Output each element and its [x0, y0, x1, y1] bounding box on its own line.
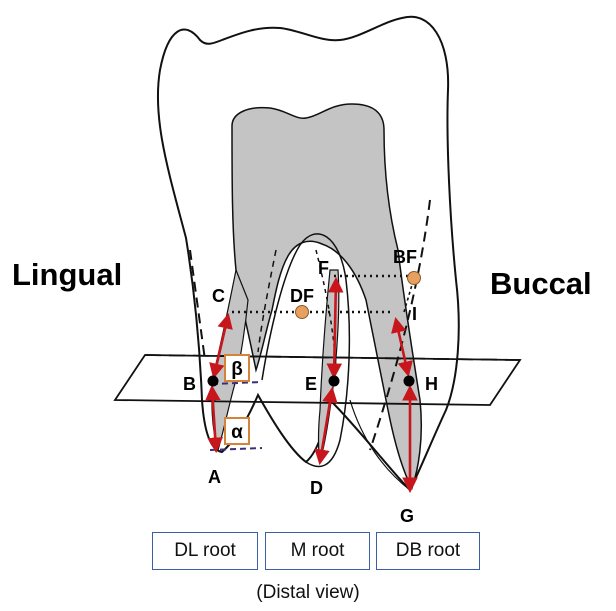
- point-df-dot: [296, 306, 309, 319]
- point-bf-dot: [408, 272, 421, 285]
- label-h: H: [425, 374, 438, 394]
- point-h-dot: [404, 376, 415, 387]
- db-root-box: DB root: [376, 532, 480, 570]
- label-f: F: [318, 258, 329, 278]
- label-c: C: [212, 286, 225, 306]
- point-b-dot: [208, 376, 219, 387]
- m-root-box: M root: [265, 532, 370, 570]
- label-e: E: [305, 374, 317, 394]
- label-a: A: [208, 467, 221, 487]
- point-e-dot: [329, 376, 340, 387]
- label-b: B: [183, 374, 196, 394]
- label-d: D: [310, 478, 323, 498]
- label-bf: BF: [393, 247, 417, 267]
- beta-symbol: β: [231, 359, 243, 380]
- dl-root-box: DL root: [152, 532, 258, 570]
- view-caption: (Distal view): [0, 582, 616, 604]
- lingual-label: Lingual: [12, 257, 122, 293]
- label-g: G: [400, 506, 414, 526]
- alpha-symbol: α: [231, 422, 243, 443]
- label-i: I: [412, 304, 417, 324]
- buccal-label: Buccal: [490, 266, 592, 302]
- label-df: DF: [290, 286, 314, 306]
